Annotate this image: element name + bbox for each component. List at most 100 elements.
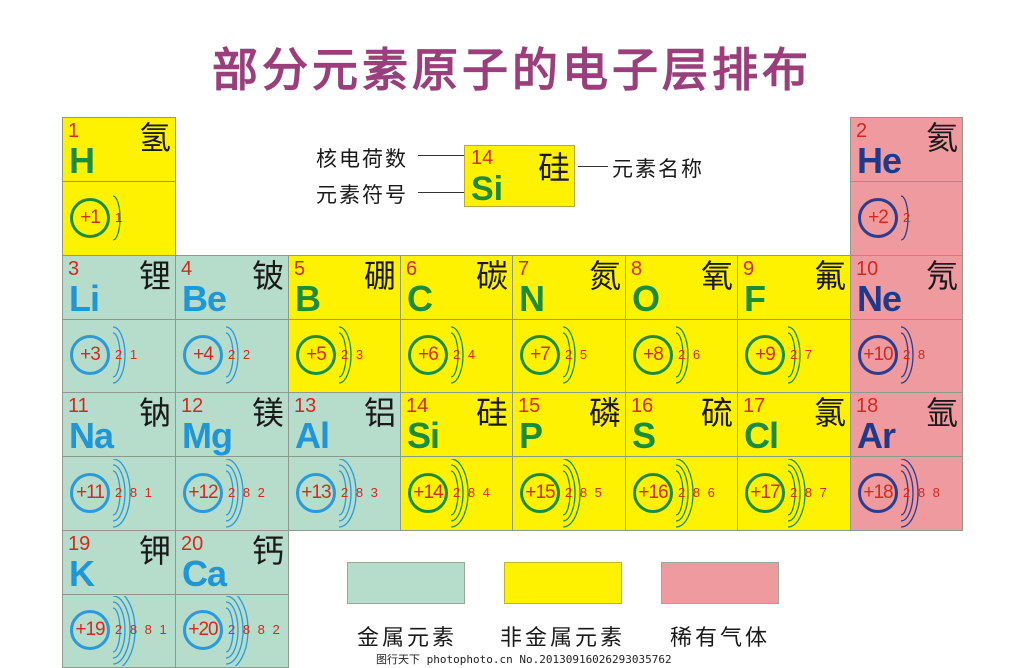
element-name: 镁 [251, 394, 284, 432]
element-cell-si: 14 Si 硅 +14 2 8 4 [400, 392, 513, 531]
atomic-number: 14 [406, 395, 429, 417]
shell-electron-counts: 2 2 [228, 347, 253, 362]
legend-swatch-metal [347, 562, 465, 604]
electron-diagram: +1 1 [63, 182, 175, 255]
nucleus-icon: +2 [858, 197, 898, 238]
nucleus-icon: +11 [70, 472, 110, 513]
element-header: 4 Be 铍 [176, 256, 288, 320]
nucleus-icon: +13 [296, 472, 336, 513]
shell-electron-counts: 2 5 [565, 347, 590, 362]
atomic-number: 11 [68, 395, 89, 417]
electron-shell-arcs-icon [900, 326, 914, 384]
electron-diagram: +14 2 8 4 [401, 457, 512, 530]
element-symbol: P [519, 415, 543, 456]
electron-shell-arcs-icon [112, 194, 121, 241]
nucleus-icon: +18 [858, 472, 898, 513]
nucleus-icon: +10 [858, 335, 898, 375]
element-header: 13 Al 铝 [289, 393, 400, 457]
electron-diagram: +9 2 7 [738, 320, 850, 392]
nucleus-icon: +1 [70, 197, 110, 238]
key-example-number: 14 [471, 147, 494, 169]
shell-electron-counts: 2 8 8 1 [115, 622, 169, 637]
element-symbol: Al [295, 415, 330, 456]
nucleus-icon: +17 [745, 472, 785, 513]
element-header: 20 Ca 钙 [176, 531, 288, 595]
element-name: 氦 [925, 119, 958, 157]
element-name: 钾 [138, 532, 171, 570]
element-name: 氖 [925, 257, 958, 295]
shell-electron-counts: 2 8 [903, 347, 928, 362]
atomic-number: 8 [631, 258, 643, 280]
nucleus-icon: +20 [183, 610, 223, 650]
shell-electron-counts: 2 8 5 [565, 484, 604, 500]
atomic-number: 3 [68, 258, 80, 280]
atomic-number: 12 [181, 395, 204, 417]
key-example-symbol: Si [471, 170, 504, 208]
electron-diagram: +12 2 8 2 [176, 457, 288, 530]
shell-electron-counts: 2 [903, 209, 913, 225]
key-label-symbol: 元素符号 [316, 183, 408, 207]
element-symbol: Cl [744, 415, 779, 456]
atomic-number: 4 [181, 258, 193, 280]
atomic-number: 16 [631, 395, 654, 417]
atomic-number: 9 [743, 258, 755, 280]
nucleus-icon: +5 [296, 335, 336, 375]
electron-diagram: +17 2 8 7 [738, 457, 850, 530]
element-name: 铝 [363, 394, 396, 432]
shell-electron-counts: 2 4 [453, 347, 478, 362]
element-cell-b: 5 B 硼 +5 2 3 [288, 255, 401, 393]
electron-shell-arcs-icon [787, 458, 806, 528]
element-cell-mg: 12 Mg 镁 +12 2 8 2 [175, 392, 289, 531]
element-symbol: C [407, 278, 433, 319]
element-cell-c: 6 C 碳 +6 2 4 [400, 255, 513, 393]
element-cell-h: 1 H 氢 +1 1 [62, 117, 176, 256]
key-line-symbol [418, 192, 466, 193]
key-example-name: 硅 [537, 149, 570, 187]
shell-electron-counts: 2 8 2 [228, 484, 267, 500]
watermark: 图行天下 photophoto.cn No.201309160262930357… [376, 653, 672, 666]
element-cell-ca: 20 Ca 钙 +20 2 8 8 2 [175, 530, 289, 668]
electron-diagram: +18 2 8 8 [851, 457, 962, 530]
element-name: 氢 [138, 119, 171, 157]
electron-diagram: +2 2 [851, 182, 962, 255]
element-cell-al: 13 Al 铝 +13 2 8 3 [288, 392, 401, 531]
element-name: 氩 [925, 394, 958, 432]
element-cell-f: 9 F 氟 +9 2 7 [737, 255, 851, 393]
atomic-number: 10 [856, 258, 879, 280]
element-name: 氟 [813, 257, 846, 295]
shell-electron-counts: 1 [115, 209, 125, 225]
element-symbol: Ne [857, 278, 902, 319]
shell-electron-counts: 2 1 [115, 347, 140, 362]
element-cell-ne: 10 Ne 氖 +10 2 8 [850, 255, 963, 393]
legend-label-noble: 稀有气体 [670, 626, 771, 651]
element-symbol: Si [407, 415, 440, 456]
shell-electron-counts: 2 8 1 [115, 484, 154, 500]
key-label-atomic-number: 核电荷数 [316, 147, 408, 171]
atomic-number: 6 [406, 258, 418, 280]
atomic-number: 18 [856, 395, 879, 417]
element-header: 14 Si 硅 [401, 393, 512, 457]
element-name: 铍 [251, 257, 284, 295]
element-header: 9 F 氟 [738, 256, 850, 320]
legend-swatch-nonmetal [504, 562, 622, 604]
element-name: 硫 [700, 394, 733, 432]
element-cell-s: 16 S 硫 +16 2 8 6 [625, 392, 738, 531]
element-name: 氮 [588, 257, 621, 295]
electron-shell-arcs-icon [675, 326, 689, 384]
element-name: 硅 [475, 394, 508, 432]
electron-shell-arcs-icon [338, 326, 352, 384]
element-symbol: Na [69, 415, 114, 456]
electron-diagram: +16 2 8 6 [626, 457, 737, 530]
atomic-number: 20 [181, 533, 204, 555]
element-cell-be: 4 Be 铍 +4 2 2 [175, 255, 289, 393]
element-name: 磷 [588, 394, 621, 432]
nucleus-icon: +16 [633, 472, 673, 513]
electron-shell-arcs-icon [900, 194, 909, 241]
element-name: 氯 [813, 394, 846, 432]
shell-electron-counts: 2 3 [341, 347, 366, 362]
electron-diagram: +15 2 8 5 [513, 457, 625, 530]
legend-label-metal: 金属元素 [357, 626, 458, 651]
nucleus-icon: +4 [183, 335, 223, 375]
element-header: 2 He 氦 [851, 118, 962, 182]
element-cell-p: 15 P 磷 +15 2 8 5 [512, 392, 626, 531]
